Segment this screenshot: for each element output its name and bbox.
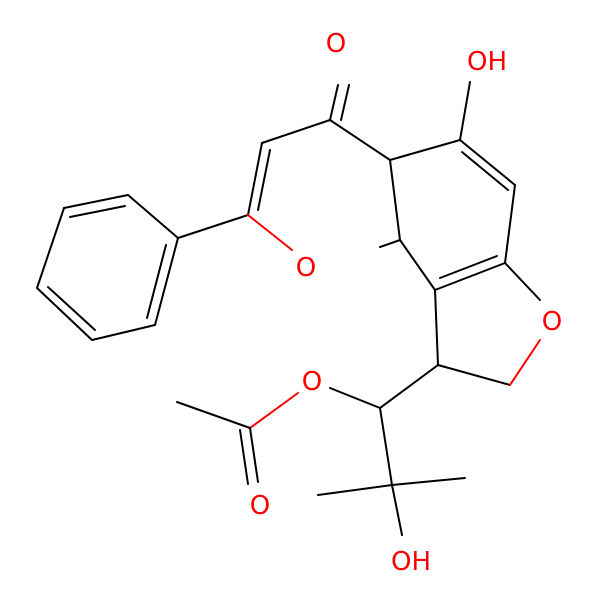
ester-oxygen-label: O: [302, 367, 322, 397]
acetyl-oxygen-label: O: [250, 491, 270, 521]
bond: [177, 214, 249, 239]
bond: [389, 139, 461, 161]
bond: [329, 84, 339, 121]
bond: [329, 387, 381, 409]
bond: [63, 194, 129, 209]
bond: [459, 81, 471, 141]
bond: [36, 287, 93, 341]
bond: [439, 255, 498, 279]
bond: [340, 84, 350, 121]
bond: [91, 324, 156, 341]
bond: [461, 151, 509, 191]
bond: [437, 364, 511, 386]
atom-labels: O OH O O O O OH: [250, 29, 562, 577]
bond: [329, 119, 391, 161]
bond: [391, 477, 466, 486]
bond: [379, 364, 439, 409]
bond: [434, 262, 506, 291]
carbonyl-oxygen-label: O: [326, 29, 346, 59]
bond: [146, 244, 167, 319]
bond: [379, 407, 393, 486]
bond: [257, 149, 271, 211]
bond: [317, 484, 393, 496]
furan-oxygen-label: O: [542, 307, 562, 337]
bond: [69, 205, 126, 218]
bond: [47, 286, 96, 331]
pyran-oxygen-label: O: [296, 253, 316, 283]
bond: [459, 139, 516, 186]
bond: [176, 401, 251, 429]
bond: [247, 214, 293, 251]
phenol-hydroxyl-label: OH: [467, 47, 507, 77]
bond: [127, 194, 179, 239]
bond: [249, 427, 259, 483]
bond: [36, 207, 65, 289]
bond: [389, 159, 401, 241]
bond-lines: [36, 81, 541, 536]
bond: [504, 184, 516, 264]
bond: [239, 429, 249, 485]
tertiary-hydroxyl-label: OH: [391, 547, 431, 577]
bond: [247, 142, 263, 216]
bond: [509, 339, 541, 386]
bond: [330, 240, 400, 256]
bond: [391, 484, 403, 536]
bond: [261, 119, 331, 144]
bond: [399, 239, 436, 291]
bond: [504, 262, 541, 301]
bond: [379, 239, 401, 248]
bond: [249, 392, 299, 429]
bond: [154, 237, 179, 326]
bond: [434, 289, 439, 366]
